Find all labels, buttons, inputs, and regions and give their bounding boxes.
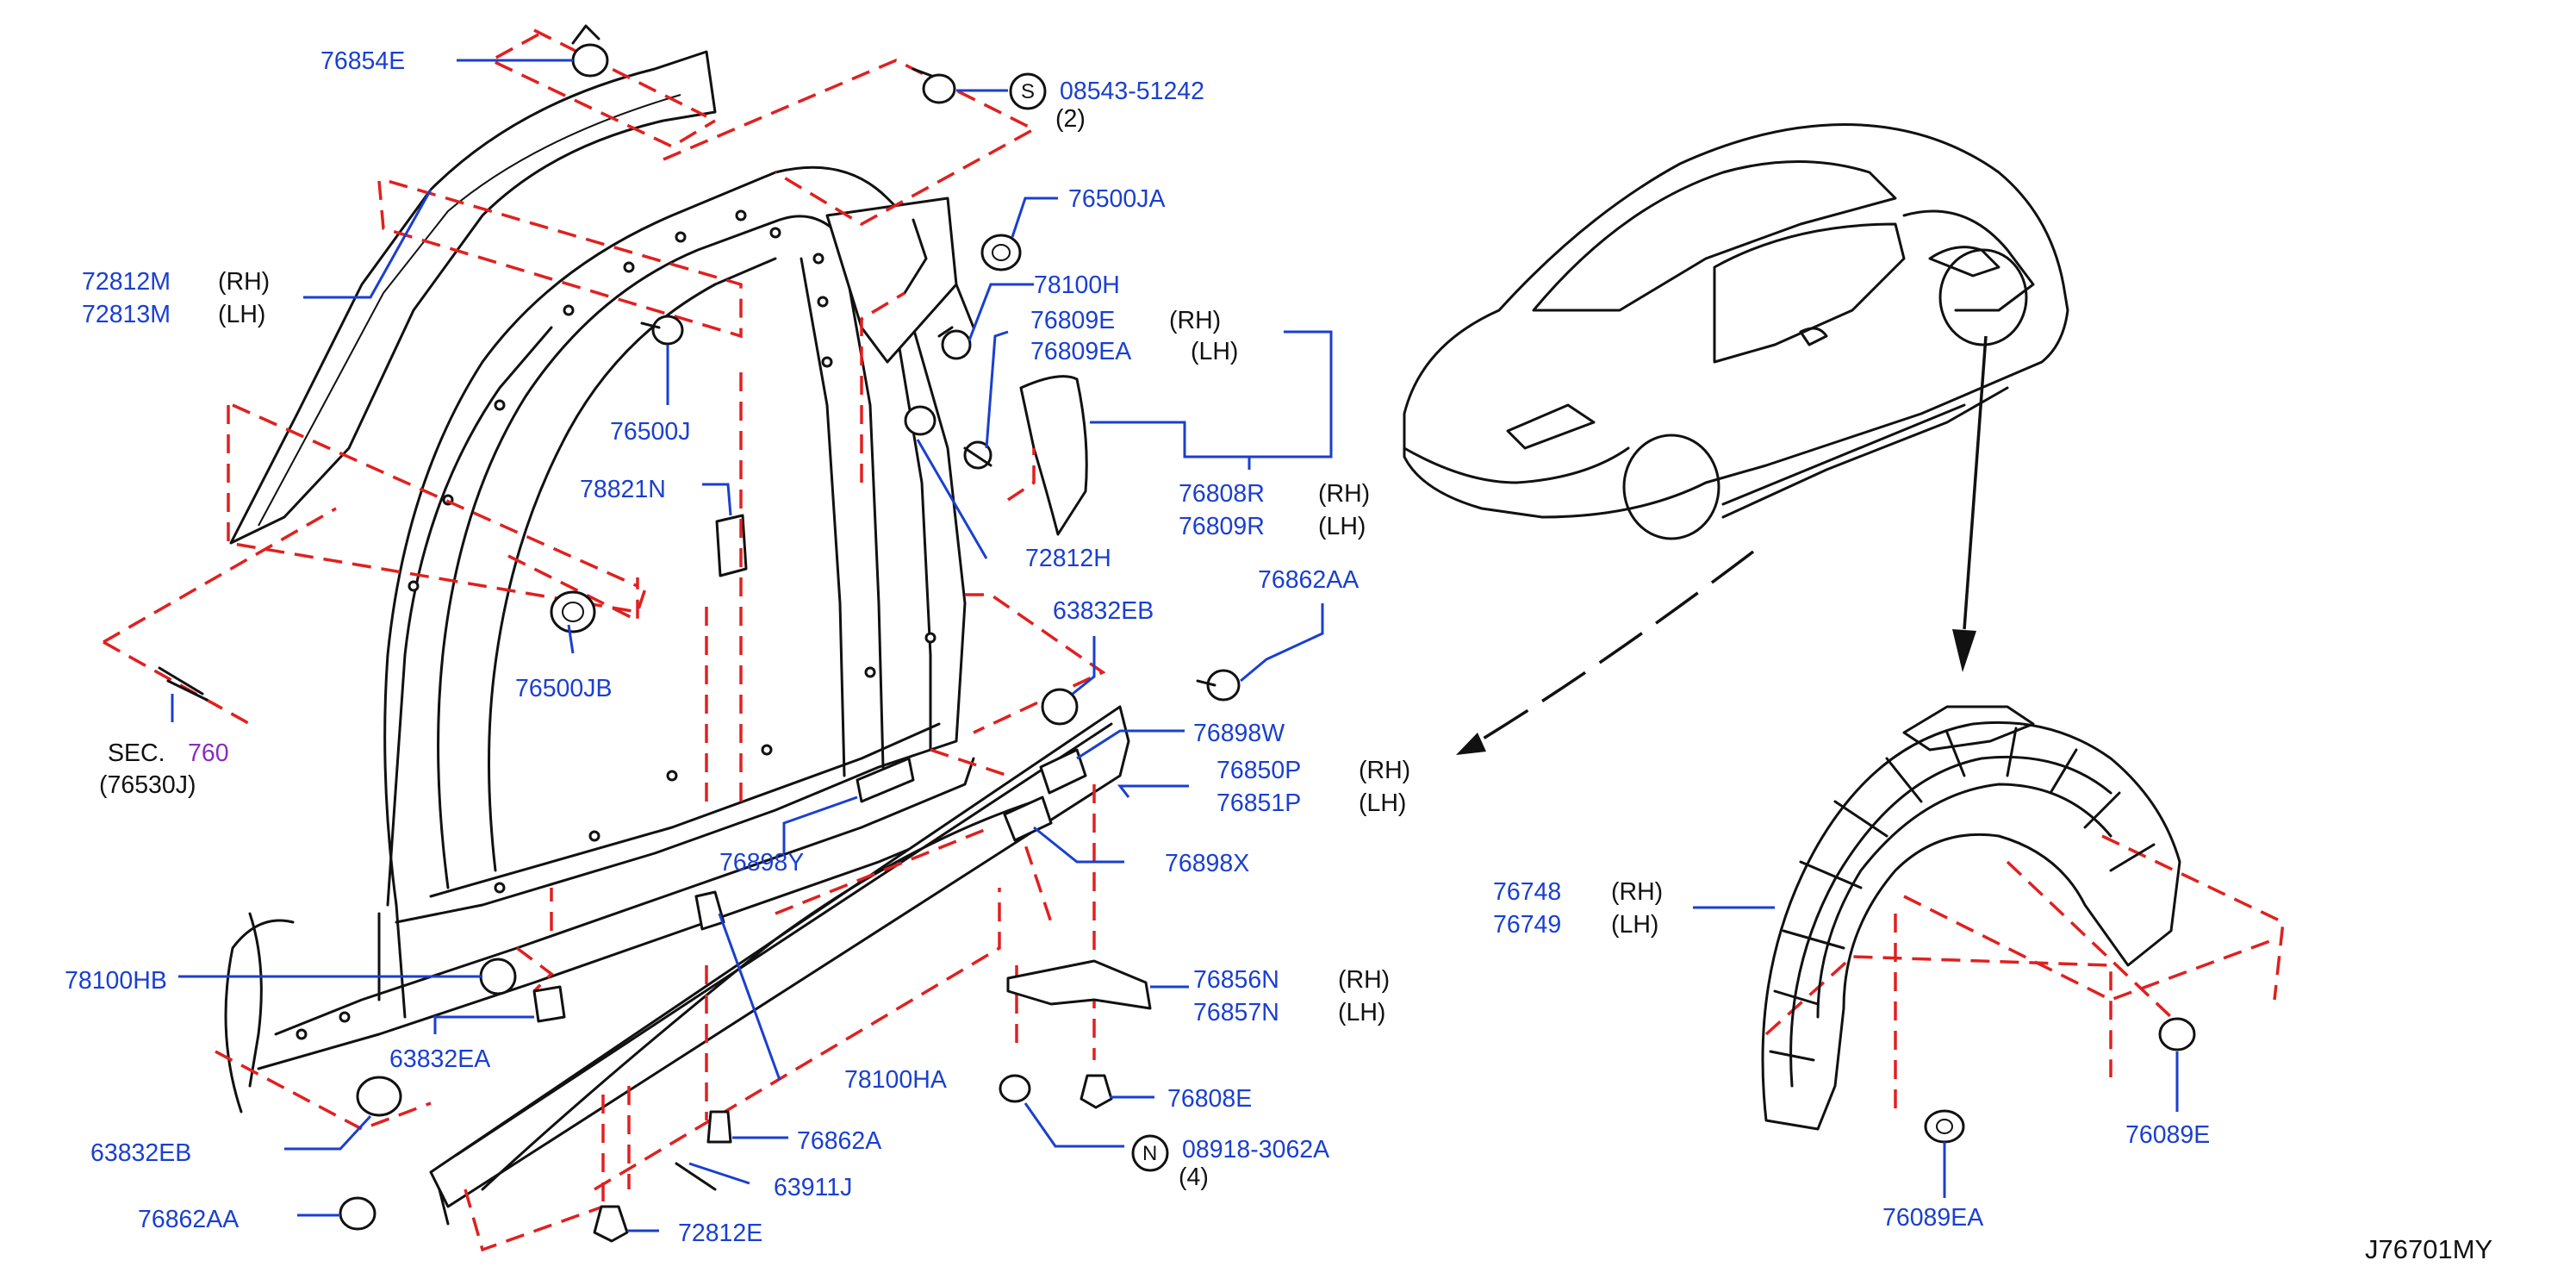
grommet-icon-76500JB (550, 590, 596, 633)
side-76809R: (LH) (1318, 513, 1366, 540)
label-76500JB: 76500JB (515, 675, 613, 702)
clip-icon-76854E (571, 24, 609, 78)
label-76857N: 76857N (1193, 999, 1279, 1026)
label-sec-sub: (76530J) (99, 771, 196, 799)
clip-icon-76089EA (1924, 1109, 1965, 1144)
label-78100H: 78100H (1034, 271, 1120, 299)
label-08543-51242: 08543-51242 (1060, 78, 1204, 105)
clip-icon-76089E (2158, 1017, 2196, 1051)
pad-icon-76898W (1039, 748, 1087, 795)
label-sec-ref: 760 (188, 739, 229, 767)
label-76809EA: 76809EA (1030, 338, 1131, 365)
label-63832EB-top: 63832EB (1053, 597, 1154, 625)
side-76808R: (RH) (1318, 480, 1370, 508)
label-76862A: 76862A (797, 1127, 881, 1155)
dashed-guide-lines (103, 28, 2285, 1252)
label-sec: SEC. (108, 739, 165, 767)
label-78821N: 78821N (580, 476, 666, 503)
qty-08918: (4) (1179, 1164, 1209, 1191)
body-side-panel-illustration (224, 50, 1130, 1226)
label-76898Y: 76898Y (719, 849, 804, 877)
clip-icon-78100HA (694, 890, 725, 931)
label-76850P: 76850P (1216, 757, 1301, 784)
clip-icon-sec-760 (158, 666, 208, 702)
label-76856N: 76856N (1193, 966, 1279, 994)
label-72813M: 72813M (82, 301, 171, 328)
clip-icon-78100H (937, 326, 972, 360)
label-76808R: 76808R (1179, 480, 1265, 508)
label-76862AA-bottom: 76862AA (138, 1206, 239, 1233)
label-63832EA: 63832EA (389, 1045, 490, 1073)
prefix-n: N (1142, 1142, 1157, 1165)
side-76851P: (LH) (1359, 789, 1406, 817)
label-76809E: 76809E (1030, 307, 1115, 334)
prefix-circle-n (1131, 1134, 1169, 1172)
clip-icon-78100HB (479, 958, 517, 995)
fastener-clips (158, 24, 2196, 1243)
pad-icon-76898X (1003, 795, 1053, 842)
part-labels: 76854E S 08543-51242 (2) 76500JA 72812M … (65, 47, 2492, 1264)
clip-icon-76500J (640, 315, 684, 346)
label-72812E: 72812E (678, 1220, 762, 1247)
screw-icon-08543 (912, 67, 956, 104)
side-72812M: (RH) (218, 268, 270, 296)
side-76850P: (RH) (1359, 757, 1410, 784)
label-76748: 76748 (1493, 878, 1561, 906)
car-illustration (1403, 123, 2069, 540)
label-76749: 76749 (1493, 911, 1561, 939)
clip-icon-63832EA (532, 985, 566, 1023)
prefix-circle-s (1009, 72, 1047, 110)
nut-icon-08918 (999, 1074, 1031, 1103)
leader-lines (171, 59, 2179, 1232)
screw-icon-76862AA-bottom (339, 1196, 376, 1231)
clip-icon-63911J (675, 1162, 717, 1191)
side-76749: (LH) (1611, 911, 1658, 939)
label-76089EA: 76089EA (1882, 1204, 1983, 1232)
bolt-icon-76862A (706, 1110, 732, 1144)
clip-icon-72812H (904, 405, 936, 436)
side-76748: (RH) (1611, 878, 1663, 906)
panel-holes (296, 209, 936, 1040)
side-76809EA: (LH) (1191, 338, 1238, 365)
label-72812H: 72812H (1025, 545, 1111, 572)
label-76808E: 76808E (1167, 1085, 1252, 1113)
side-76856N: (RH) (1338, 966, 1390, 994)
diagram-id: J76701MY (2365, 1234, 2492, 1264)
label-76862AA-top: 76862AA (1258, 566, 1359, 594)
label-78100HA: 78100HA (844, 1066, 947, 1094)
label-76500JA: 76500JA (1068, 185, 1166, 213)
bracket-icon-76856N (1006, 959, 1152, 1010)
clip-icon-76808E (1080, 1074, 1113, 1109)
callout-arrows (1456, 335, 1988, 755)
clip-icon-72812E (593, 1205, 629, 1243)
label-72812M: 72812M (82, 268, 171, 296)
clip-icon-63832EB-top (1041, 688, 1079, 726)
side-76809E: (RH) (1169, 307, 1221, 334)
label-76500J: 76500J (610, 418, 691, 446)
pad-icon-76898Y (856, 757, 915, 803)
label-76089E: 76089E (2125, 1121, 2210, 1149)
clip-icon-76809E (963, 440, 992, 470)
fender-liner-illustration (1761, 705, 2181, 1131)
label-76898W: 76898W (1193, 720, 1285, 747)
prefix-s: S (1021, 80, 1035, 103)
label-76854E: 76854E (320, 47, 405, 75)
label-76851P: 76851P (1216, 789, 1301, 817)
label-78100HB: 78100HB (65, 967, 167, 995)
clip-icon-76862AA-top (1196, 669, 1241, 702)
label-63832EB-bottom: 63832EB (90, 1139, 191, 1167)
label-08918-3062A: 08918-3062A (1182, 1136, 1329, 1164)
clip-icon-63832EB-bottom (356, 1076, 402, 1117)
label-63911J: 63911J (774, 1174, 852, 1201)
label-76898X: 76898X (1165, 850, 1249, 877)
side-76857N: (LH) (1338, 999, 1385, 1026)
grommet-icon-76500JA (980, 234, 1022, 271)
side-72813M: (LH) (218, 301, 265, 328)
label-76809R: 76809R (1179, 513, 1265, 540)
qty-08543: (2) (1055, 105, 1086, 133)
